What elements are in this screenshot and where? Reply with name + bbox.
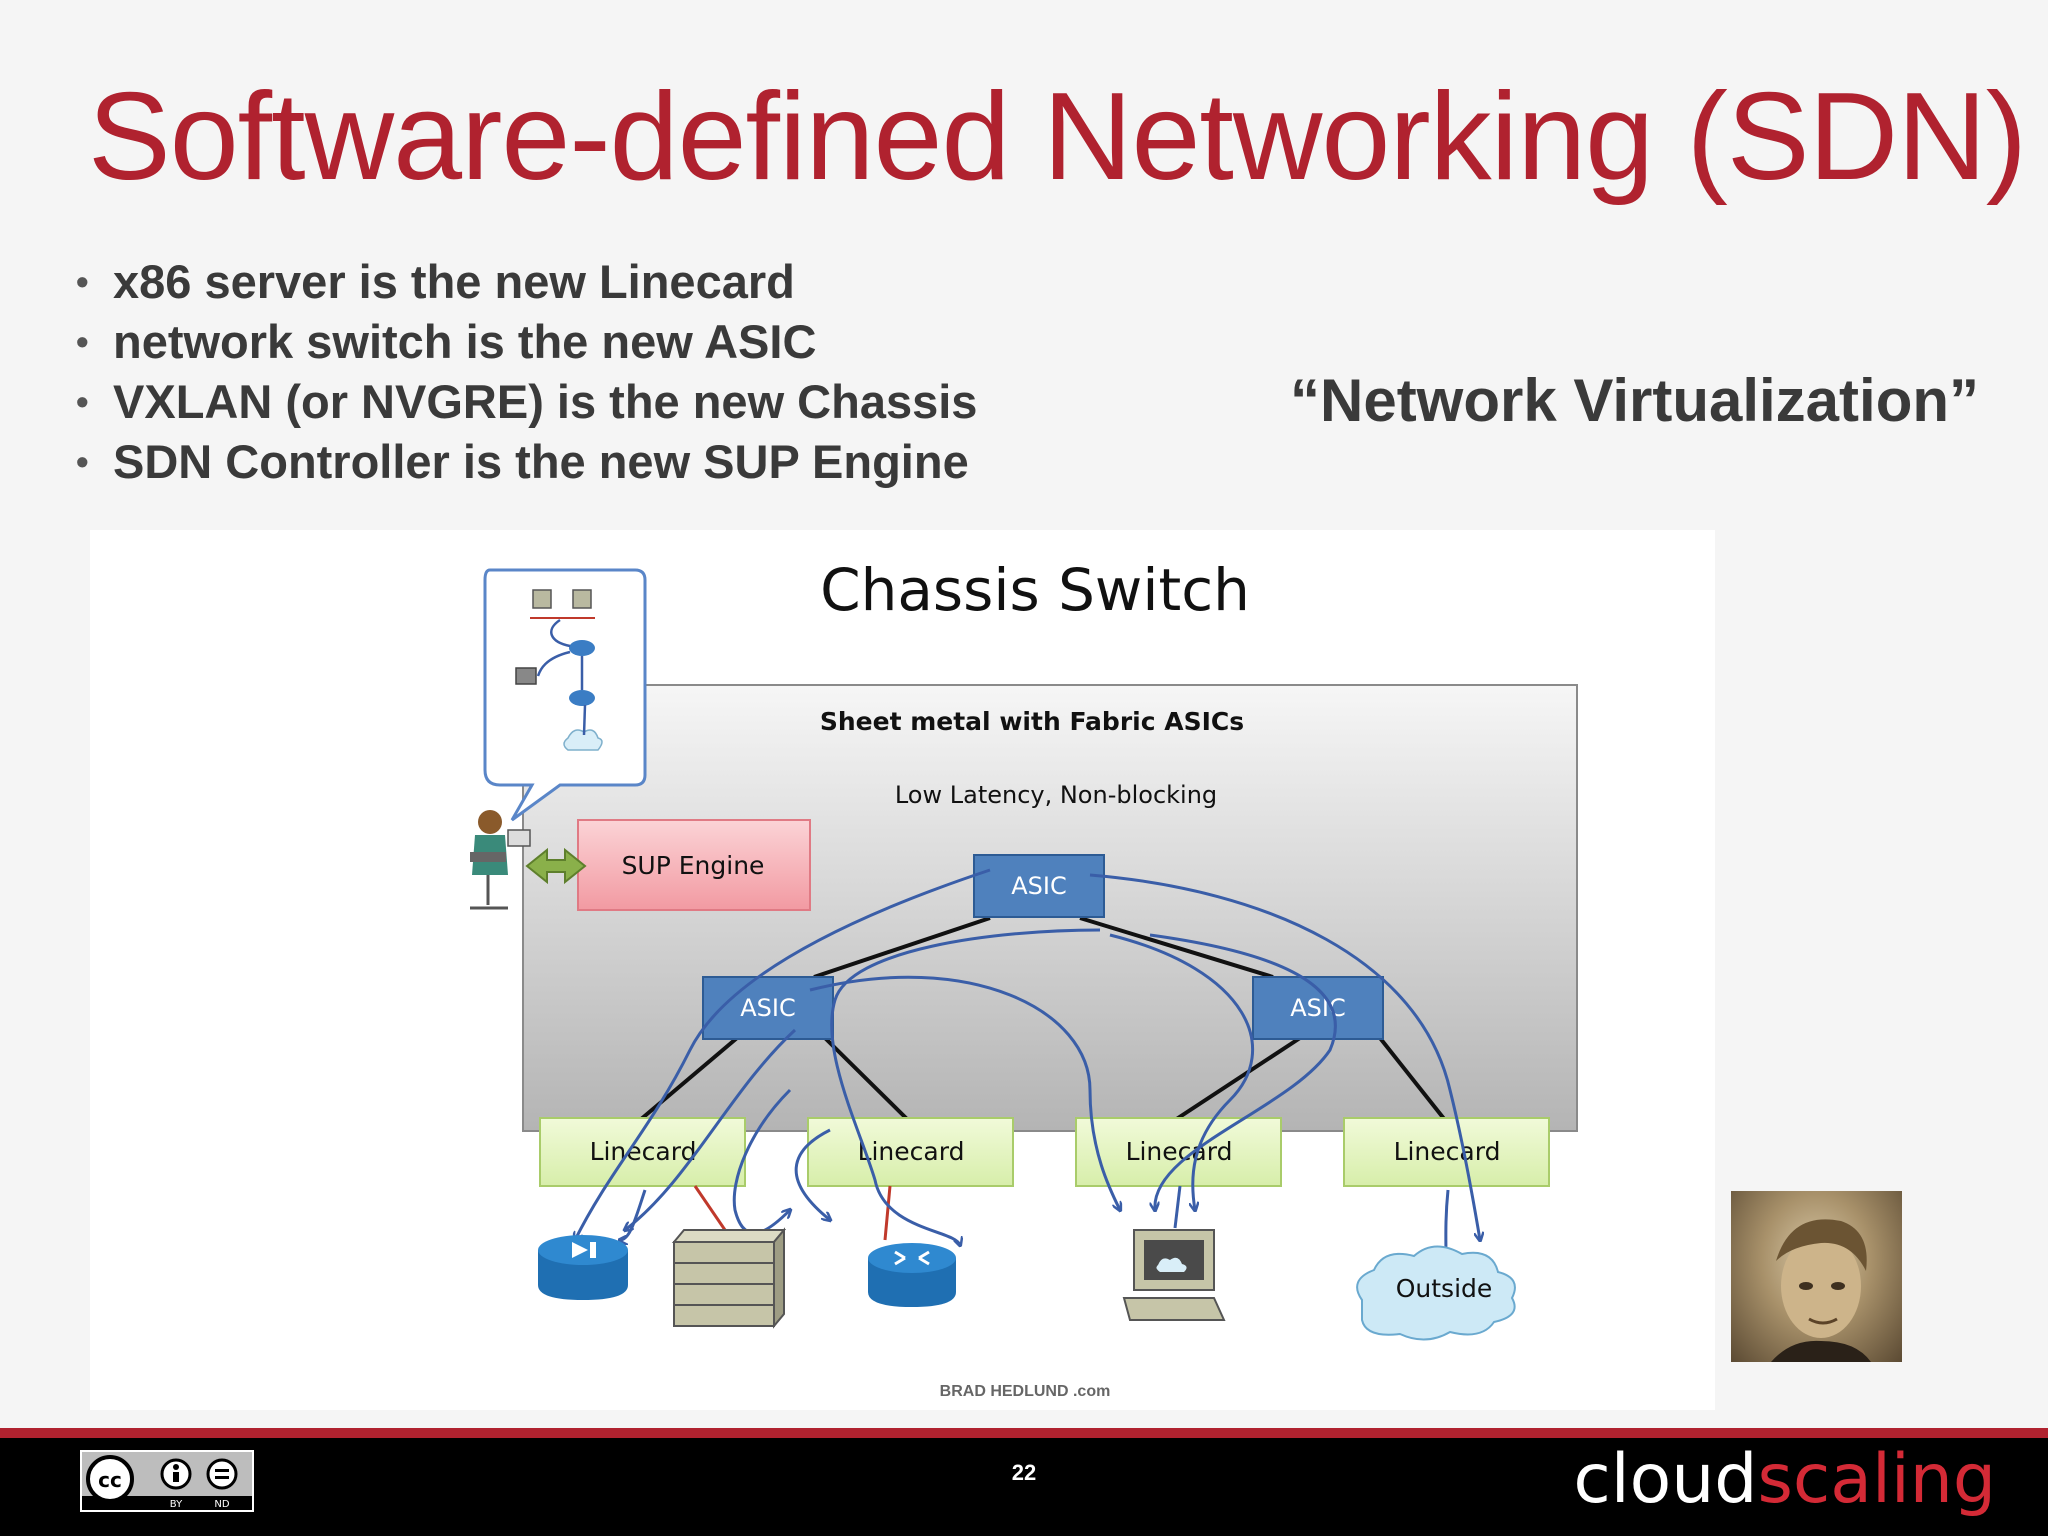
logo-part-scaling: scaling (1757, 1440, 1996, 1519)
asic-left-box (702, 976, 834, 1040)
linecard-2-label: Linecard (858, 1137, 965, 1166)
bullet-dot: • (76, 381, 89, 422)
asic-right-label: ASIC (1290, 994, 1346, 1022)
outside-cloud-icon (1356, 1245, 1516, 1341)
callout-bubble (483, 568, 647, 822)
linecard-3-label: Linecard (1126, 1137, 1233, 1166)
bullet-text: x86 server is the new Linecard (113, 255, 795, 308)
page-number: 22 (1011, 1460, 1037, 1485)
no-derivatives-icon (206, 1458, 238, 1490)
outside-label: Outside (1396, 1274, 1493, 1303)
flow-arrows (575, 868, 1480, 1260)
linecard-2-box (807, 1117, 1014, 1187)
asic-top-label: ASIC (1011, 872, 1067, 900)
link-workstation (1173, 1185, 1182, 1229)
svg-text:cc: cc (98, 1468, 122, 1492)
chassis-label: Sheet metal with Fabric ASICs (820, 707, 1244, 736)
bullet-text: VXLAN (or NVGRE) is the new Chassis (113, 375, 978, 428)
network-virtualization-quote: “Network Virtualization” (1290, 367, 1980, 434)
linecard-4-box (1343, 1117, 1550, 1187)
slide-title: Software-defined Networking (SDN) (88, 68, 2027, 206)
license-by-text: BY (170, 1499, 183, 1510)
bullet-dot: • (76, 261, 89, 302)
logo-part-cloud: cloud (1573, 1440, 1758, 1519)
linecard-1-label: Linecard (590, 1137, 697, 1166)
bullet-text: SDN Controller is the new SUP Engine (113, 435, 969, 488)
diagram-title: Chassis Switch (820, 556, 1250, 624)
diagram-canvas: Chassis Switch Sheet metal with Fabric A… (470, 556, 1578, 1400)
workstation-icon (1122, 1229, 1226, 1321)
creative-commons-license-badge: cc BY ND (80, 1450, 254, 1512)
bullet-dot: • (76, 441, 89, 482)
bullet-item: • x86 server is the new Linecard (76, 252, 977, 312)
mini-topology-icon (515, 589, 603, 751)
router-icon (868, 1243, 956, 1307)
asic-left-label: ASIC (740, 994, 796, 1022)
sup-engine-box (577, 819, 811, 911)
sup-engine-label: SUP Engine (622, 851, 765, 880)
bullet-item: • SDN Controller is the new SUP Engine (76, 432, 977, 492)
double-arrow-icon (525, 847, 587, 885)
bullet-dot: • (76, 321, 89, 362)
cloudscaling-logo: cloudscaling (1573, 1440, 1996, 1519)
bullet-list: • x86 server is the new Linecard • network… (76, 252, 977, 492)
linecard-3-box (1075, 1117, 1282, 1187)
fabric-links (638, 916, 1447, 1122)
bullet-text: network switch is the new ASIC (113, 315, 817, 368)
storage-server-icon (671, 1227, 787, 1329)
diagram-credit: BRAD HEDLUND .com (940, 1383, 1111, 1400)
linecard-4-label: Linecard (1394, 1137, 1501, 1166)
asic-top-box (973, 854, 1105, 918)
link-router (883, 1185, 892, 1241)
bullet-item: • VXLAN (or NVGRE) is the new Chassis (76, 372, 977, 432)
switch-device-icon (538, 1235, 628, 1300)
bullet-item: • network switch is the new ASIC (76, 312, 977, 372)
chassis-switch-diagram: Chassis Switch Sheet metal with Fabric A… (90, 530, 1715, 1410)
license-nd-text: ND (214, 1499, 229, 1510)
speaker-photo (1731, 1191, 1902, 1362)
chassis-sublabel: Low Latency, Non-blocking (895, 781, 1217, 809)
link-storage (693, 1185, 727, 1231)
cc-icon (86, 1455, 134, 1503)
footer-bar (0, 1438, 2048, 1536)
operator-icon (470, 810, 531, 910)
footer-accent-line (0, 1428, 2048, 1438)
